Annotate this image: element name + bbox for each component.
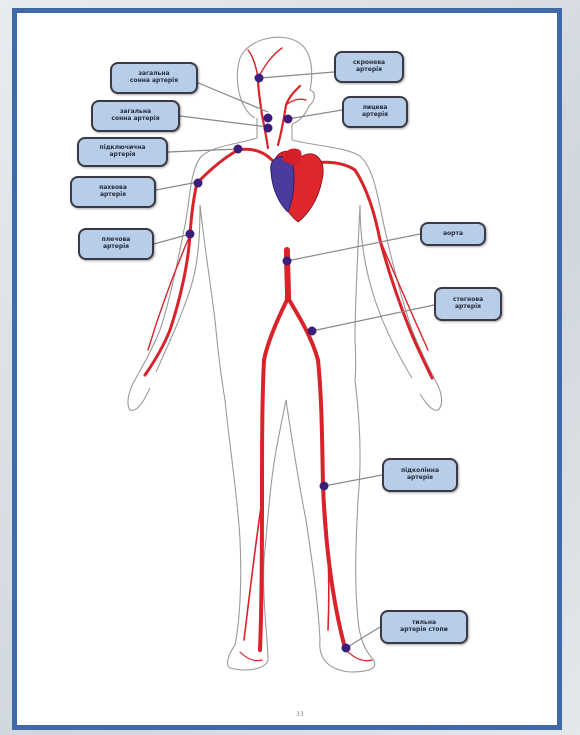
marker-femoral	[308, 327, 317, 336]
marker-facial	[284, 115, 293, 124]
label-line: артерія	[356, 67, 382, 74]
marker-axillary	[194, 179, 203, 188]
label-line: артерія	[407, 475, 433, 482]
label-popliteal-artery: підколінна артерія	[382, 458, 458, 492]
marker-temporal	[255, 74, 264, 83]
label-line: аорта	[443, 231, 463, 238]
marker-brachial	[186, 230, 195, 239]
label-line: сонна артерія	[130, 78, 178, 85]
label-line: артерія	[455, 304, 481, 311]
heart-illustration	[271, 148, 324, 222]
marker-common-carotid-2	[264, 124, 273, 133]
label-brachial-artery: плечова артерія	[78, 228, 154, 260]
label-facial-artery: лицева артерія	[342, 96, 408, 128]
label-subclavian-artery: підключична артерія	[77, 137, 168, 167]
label-common-carotid-artery: загальна сонна артерія	[110, 62, 198, 94]
label-axillary-artery: пахвова артерія	[70, 176, 156, 208]
label-femoral-artery: стегнова артерія	[434, 287, 502, 321]
artery-markers	[186, 74, 351, 653]
page-number: 33	[296, 711, 304, 718]
marker-common-carotid	[264, 114, 273, 123]
label-temporal-artery: скронева артерія	[334, 51, 404, 83]
marker-popliteal	[320, 482, 329, 491]
label-line: артерія	[109, 152, 135, 159]
label-aorta: аорта	[420, 222, 486, 246]
label-line: артерія	[103, 244, 129, 251]
marker-aorta	[283, 257, 292, 266]
label-line: сонна артерія	[111, 116, 159, 123]
marker-subclavian	[234, 145, 243, 154]
label-common-carotid-artery-2: загальна сонна артерія	[91, 100, 180, 132]
label-dorsalis-pedis-artery: тильна артерія стопи	[380, 610, 468, 644]
body-outline	[128, 37, 442, 672]
artery-network	[145, 48, 432, 661]
label-line: артерія стопи	[400, 627, 448, 634]
marker-dorsalis-pedis	[342, 644, 351, 653]
label-line: артерія	[362, 112, 388, 119]
label-line: артерія	[100, 192, 126, 199]
